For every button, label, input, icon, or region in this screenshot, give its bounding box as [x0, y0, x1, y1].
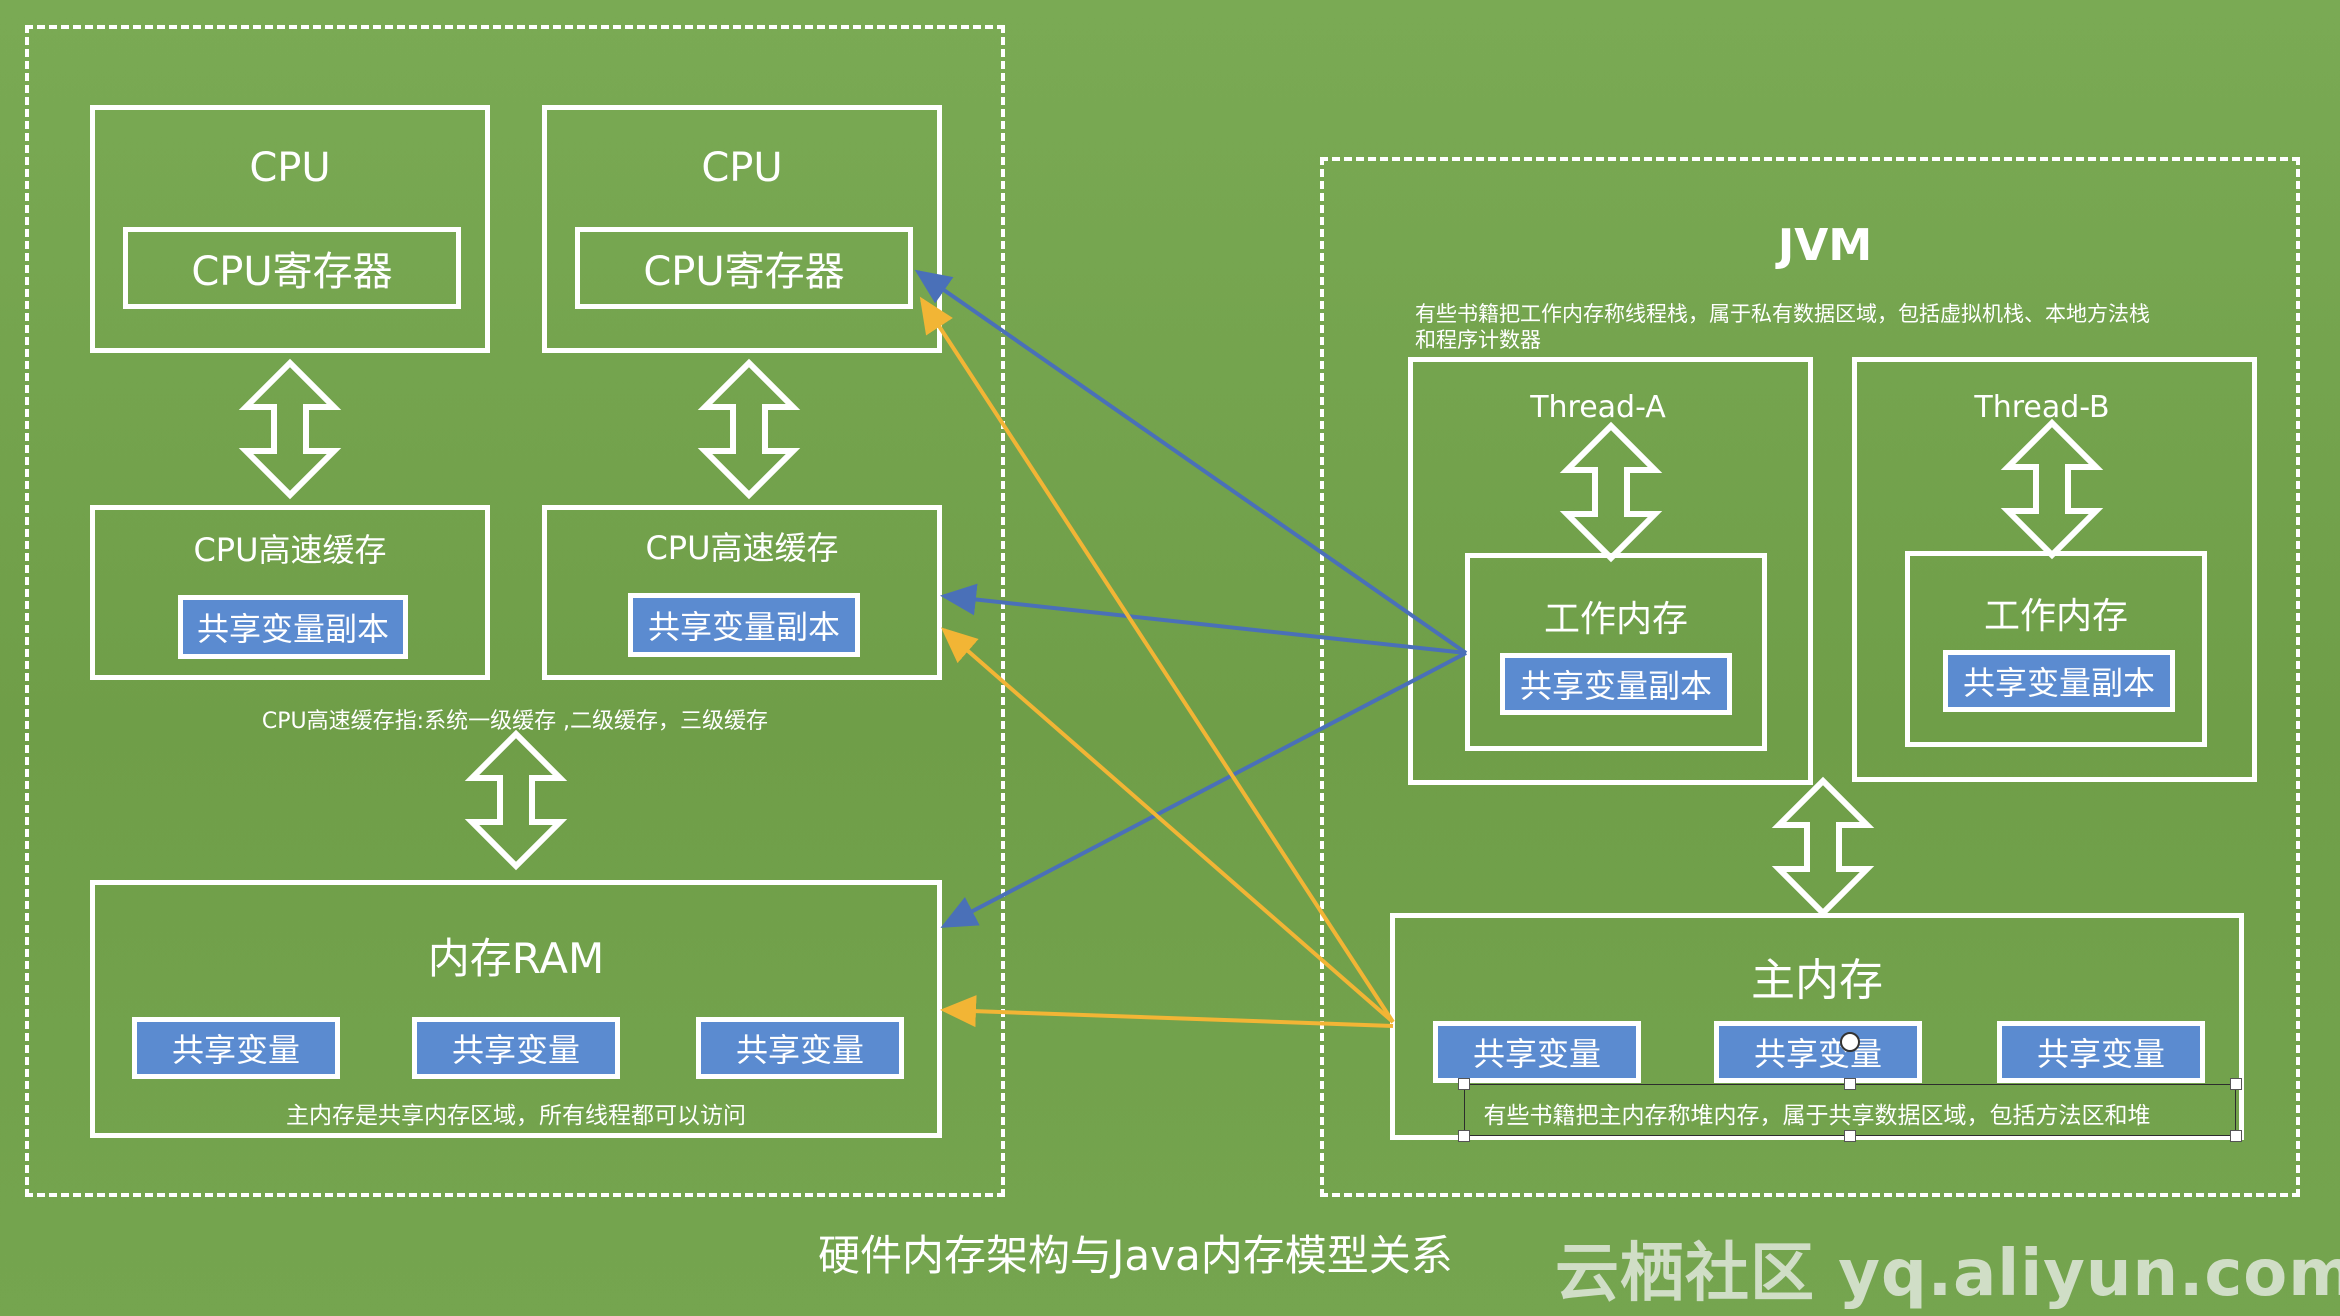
- ram-note: 主内存是共享内存区域，所有线程都可以访问: [286, 1103, 746, 1129]
- main-mem-var-1: 共享变量: [1433, 1021, 1641, 1083]
- cache-right-copy: 共享变量副本: [628, 593, 860, 657]
- caption: 硬件内存架构与Java内存模型关系: [818, 1231, 1453, 1280]
- selection-handle[interactable]: [1844, 1130, 1856, 1142]
- cache-right-copy-label: 共享变量副本: [647, 608, 840, 646]
- thread-b-copy: 共享变量副本: [1943, 650, 2175, 712]
- cache-note: CPU高速缓存指:系统一级缓存 ,二级缓存，三级缓存: [261, 709, 769, 734]
- ram-var-1: 共享变量: [132, 1017, 340, 1079]
- thread-a-copy: 共享变量副本: [1500, 653, 1732, 715]
- cache-left-box: [90, 505, 490, 680]
- blue-arrow-to-ram: [940, 651, 1467, 928]
- blue-arrow-to-cache: [940, 583, 1467, 655]
- selection-handle[interactable]: [1458, 1130, 1470, 1142]
- thread-a-box: [1408, 357, 1813, 785]
- cache-left-copy-label: 共享变量副本: [196, 610, 389, 648]
- ram-var-2-label: 共享变量: [451, 1031, 580, 1069]
- thread-a-copy-label: 共享变量副本: [1519, 667, 1712, 705]
- selection-handle[interactable]: [1458, 1078, 1470, 1090]
- cpu-right-register: CPU寄存器: [575, 227, 913, 309]
- main-mem-title: 主内存: [1751, 955, 1883, 1006]
- main-mem-var-1-label: 共享变量: [1472, 1035, 1601, 1073]
- thread-b-work-mem-label: 工作内存: [1983, 596, 2128, 637]
- selection-handle[interactable]: [2230, 1130, 2242, 1142]
- cache-right-box: [542, 505, 942, 680]
- selection-handle[interactable]: [1844, 1078, 1856, 1090]
- cache-left-title: CPU高速缓存: [193, 531, 387, 569]
- jvm-region: [1320, 157, 2300, 1197]
- cpu-left-title: CPU: [249, 145, 331, 191]
- main-mem-var-3: 共享变量: [1997, 1021, 2205, 1083]
- cpu-left-register: CPU寄存器: [123, 227, 461, 309]
- cpu-right-register-label: CPU寄存器: [643, 249, 845, 295]
- yellow-arrow-to-ram: [940, 995, 1394, 1028]
- main-mem-var-2-label: 共享变量: [1753, 1035, 1882, 1073]
- cpu-right-title: CPU: [701, 145, 783, 191]
- cache-right-title: CPU高速缓存: [645, 529, 839, 567]
- main-mem-var-3-label: 共享变量: [2036, 1035, 2165, 1073]
- thread-a-work-mem-label: 工作内存: [1543, 599, 1688, 640]
- main-mem-var-2: 共享变量: [1714, 1021, 1922, 1083]
- cpu-left-register-label: CPU寄存器: [191, 249, 393, 295]
- rotate-handle-icon[interactable]: [1840, 1032, 1860, 1052]
- ram-box: [90, 880, 942, 1138]
- ram-var-2: 共享变量: [412, 1017, 620, 1079]
- jvm-note-line2: 和程序计数器: [1415, 328, 1541, 352]
- thread-b-title: Thread-B: [1974, 390, 2110, 425]
- cpu-right-box: [542, 105, 942, 353]
- cache-left-copy: 共享变量副本: [178, 595, 408, 659]
- ram-var-3: 共享变量: [696, 1017, 904, 1079]
- thread-a-title: Thread-A: [1530, 390, 1666, 425]
- hardware-region: [25, 25, 1005, 1197]
- main-mem-note: 有些书籍把主内存称堆内存，属于共享数据区域，包括方法区和堆: [1483, 1103, 2151, 1129]
- watermark: 云栖社区 yq.aliyun.com: [1555, 1237, 2340, 1311]
- thread-b-copy-label: 共享变量副本: [1962, 664, 2155, 702]
- selection-handle[interactable]: [2230, 1078, 2242, 1090]
- yellow-arrow-to-register: [919, 296, 1395, 1024]
- jvm-note-line1: 有些书籍把工作内存称线程栈，属于私有数据区域，包括虚拟机栈、本地方法栈: [1415, 302, 2150, 326]
- yellow-arrow-to-cache: [940, 627, 1395, 1024]
- blue-arrow-to-register: [914, 269, 1468, 655]
- ram-var-1-label: 共享变量: [171, 1031, 300, 1069]
- ram-var-3-label: 共享变量: [735, 1031, 864, 1069]
- cpu-left-box: [90, 105, 490, 353]
- ram-title: 内存RAM: [427, 934, 605, 983]
- thread-b-box: [1852, 357, 2257, 782]
- jvm-title: JVM: [1777, 220, 1873, 271]
